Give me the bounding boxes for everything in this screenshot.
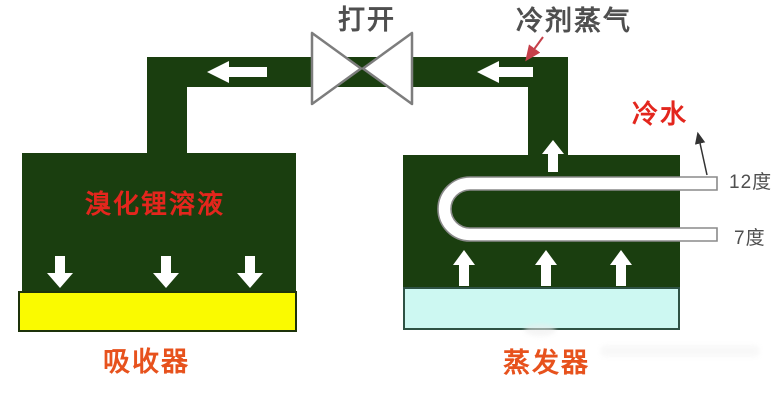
outlet-temp-label: 7度 — [734, 228, 766, 249]
solution-label: 溴化锂溶液 — [85, 189, 226, 219]
evaporator-vessel — [403, 155, 680, 289]
cold-water-callout-arrow — [694, 131, 708, 176]
vapor-callout-arrow — [525, 36, 544, 62]
watermark-smudge — [600, 345, 760, 357]
inlet-temp-label: 12度 — [729, 172, 773, 193]
pipe-right-vertical — [528, 57, 568, 157]
absorber-label: 吸收器 — [103, 347, 190, 377]
refrigerant-vapor-label: 冷剂蒸气 — [516, 6, 632, 36]
absorber-solution-liquid — [18, 291, 297, 332]
pipe-horizontal — [147, 57, 568, 87]
watermark-smudge — [524, 324, 556, 336]
absorber-vessel — [22, 153, 296, 293]
valve-label: 打开 — [338, 5, 396, 35]
pipe-left-vertical — [147, 57, 187, 157]
evaporator-label: 蒸发器 — [503, 348, 590, 378]
cold-water-label: 冷水 — [632, 99, 689, 129]
